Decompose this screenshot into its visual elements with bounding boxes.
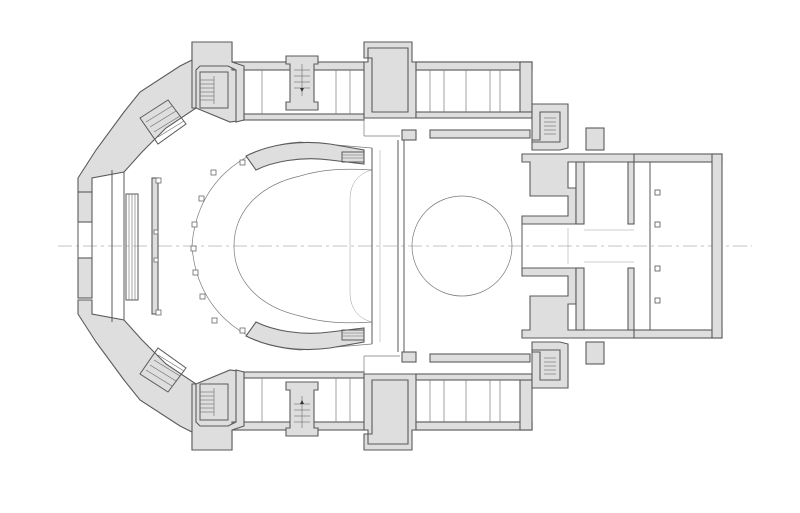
stage-inner-wall-lower [627, 267, 635, 331]
corridor-partitions-upper [261, 70, 501, 137]
forestage-stair-upper [341, 151, 365, 163]
lobby-stair [125, 193, 139, 301]
backstage-wall [429, 129, 531, 139]
box-seating-upper [245, 142, 365, 171]
facade-pier-b [77, 257, 93, 299]
entry-arrow-upper [300, 88, 304, 92]
rear-stage-pillar-1 [654, 189, 661, 196]
stair-tower-right-lower [531, 341, 569, 389]
proscenium-block-lower [401, 351, 417, 363]
wing-wall-end-lower [519, 379, 533, 431]
orchestra-pit [349, 169, 373, 323]
corridor-wall-bottom-lower [243, 371, 365, 379]
auditorium-floor [233, 168, 373, 324]
rear-stage [575, 153, 723, 339]
auditorium-columns [153, 159, 246, 334]
diagonal-stair-upper [139, 99, 187, 145]
tower-block-right [363, 41, 417, 119]
wing-wall-top [415, 61, 533, 71]
balcony-upper [585, 127, 605, 151]
revolving-stage [411, 195, 513, 297]
rear-stage-pillar-2 [654, 221, 661, 228]
wing-wall-top-lower [415, 421, 533, 431]
entry-arrow-lower [300, 400, 304, 404]
stair-tower-left [191, 41, 245, 123]
corridor-wall-bottom [243, 113, 365, 121]
stair-tower-right [531, 103, 569, 151]
diagonal-stair-lower [139, 347, 187, 393]
rear-stair-lower [544, 357, 556, 375]
backstage-wall-lower [429, 353, 531, 363]
rear-stage-pillar-3 [654, 265, 661, 272]
lower-wing [77, 267, 651, 451]
corridor-partitions-lower [261, 355, 501, 422]
balcony-lower [585, 341, 605, 365]
facade-opening [77, 221, 93, 259]
upper-wing [77, 41, 651, 225]
facade-pier-a [77, 191, 93, 223]
foyer-inner-wall [151, 177, 159, 315]
wing-wall-end [519, 61, 533, 113]
rear-stair-upper [544, 117, 556, 135]
proscenium-block [401, 129, 417, 141]
stair-hall-upper [199, 71, 229, 109]
stage-inner-wall [627, 161, 635, 225]
forestage-stair-lower [341, 329, 365, 341]
stair-hall-lower [199, 383, 229, 421]
wing-wall-bottom [415, 111, 533, 119]
tower-block-right-lower [363, 373, 417, 451]
wing-wall-bottom-lower [415, 373, 533, 381]
stair-tower-left-lower [191, 369, 245, 451]
rear-stage-pillar-4 [654, 297, 661, 304]
